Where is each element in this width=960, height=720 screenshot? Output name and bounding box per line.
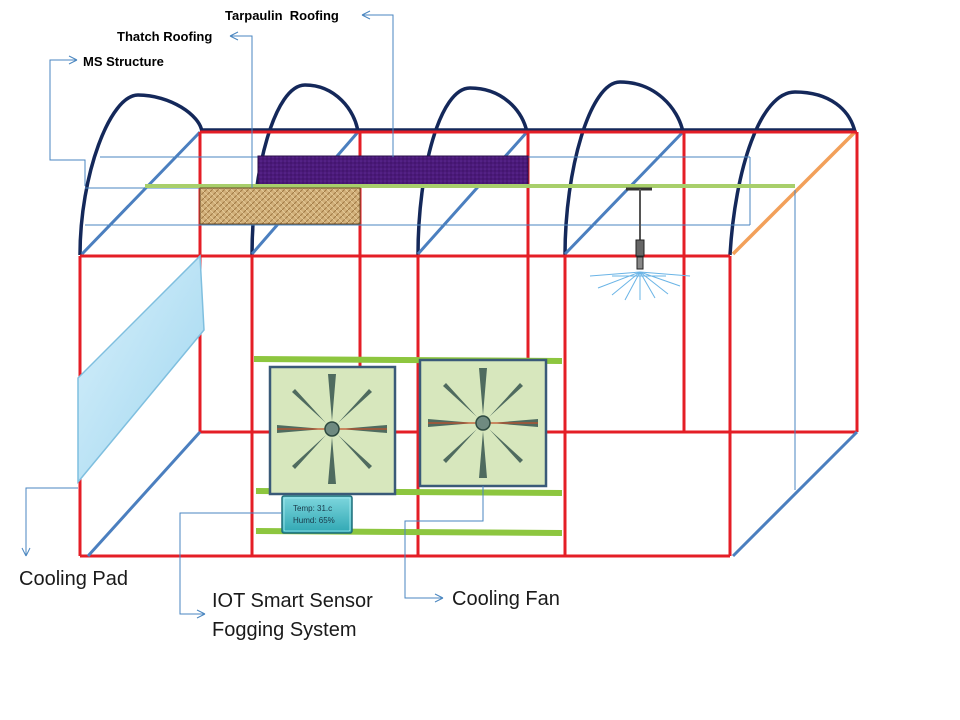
label-iot-sensor-line1: IOT Smart Sensor: [212, 590, 373, 612]
label-iot-sensor-line2: Fogging System: [212, 619, 357, 641]
arch-4: [563, 80, 685, 256]
arch-1: [78, 93, 204, 256]
label-cooling-pad: Cooling Pad: [19, 568, 128, 590]
iot-sensor: Temp: 31.c Humd: 65%: [281, 495, 353, 534]
cooling-fan-1: [268, 365, 397, 496]
sensor-temp: Temp: 31.c: [293, 504, 332, 513]
arch-3: [416, 86, 529, 256]
sensor-humd: Humd: 65%: [293, 516, 335, 525]
label-tarpaulin-roofing: Tarpaulin Roofing: [225, 8, 339, 23]
label-ms-structure: MS Structure: [83, 54, 164, 69]
floor-bracing: [86, 430, 859, 558]
orange-brace: [731, 130, 857, 256]
roof-bracing: [80, 130, 685, 256]
leader-lines: [21, 10, 484, 619]
fogger-nozzle: [589, 187, 691, 301]
label-thatch-roofing: Thatch Roofing: [117, 29, 212, 44]
tarpaulin-roof: [257, 155, 529, 186]
arch-5: [728, 90, 857, 256]
cooling-fan-2: [418, 358, 548, 488]
label-cooling-fan: Cooling Fan: [452, 588, 560, 610]
thatch-roof: [199, 187, 361, 225]
cooling-pad: [77, 254, 205, 485]
